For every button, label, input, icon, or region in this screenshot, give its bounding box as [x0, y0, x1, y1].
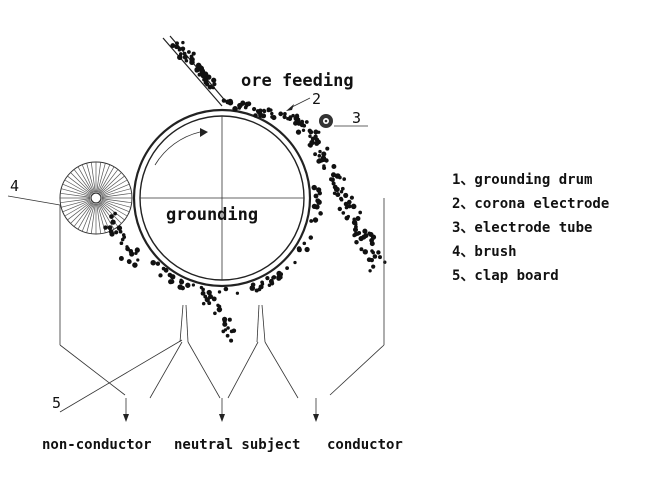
legend-item-brush: 4、brush	[452, 244, 517, 260]
leader-line-4	[7, 195, 61, 206]
label-3: 3	[352, 109, 361, 127]
output-conductor: conductor	[327, 437, 403, 453]
legend-item-corona-electrode: 2、corona electrode	[452, 196, 610, 212]
legend-item-grounding-drum: 1、grounding drum	[452, 172, 593, 188]
grounding-label: grounding	[166, 205, 258, 225]
ore-feeding-label: ore feeding	[241, 71, 354, 91]
clap-board-left	[149, 304, 221, 399]
legend: 1、grounding drum 2、corona electrode 3、el…	[452, 168, 609, 288]
label-5: 5	[52, 394, 61, 412]
brush	[59, 161, 133, 235]
label-4: 4	[10, 177, 19, 195]
rotation-arrow-icon	[200, 128, 208, 137]
clap-board-right	[227, 304, 299, 399]
ore-particles	[103, 40, 387, 343]
output-non-conductor: non-conductor	[42, 437, 152, 453]
output-arrows	[123, 398, 319, 422]
leader-line-5	[59, 339, 183, 413]
collection-bins	[59, 198, 385, 396]
legend-item-clap-board: 5、clap board	[452, 268, 559, 284]
leader-line-2	[289, 97, 311, 109]
legend-item-electrode-tube: 3、electrode tube	[452, 220, 593, 236]
electrode-tube	[319, 114, 333, 128]
feed-chute	[162, 37, 223, 107]
label-2: 2	[312, 90, 321, 108]
grounding-drum	[132, 108, 312, 288]
output-neutral-subject: neutral subject	[174, 437, 300, 453]
